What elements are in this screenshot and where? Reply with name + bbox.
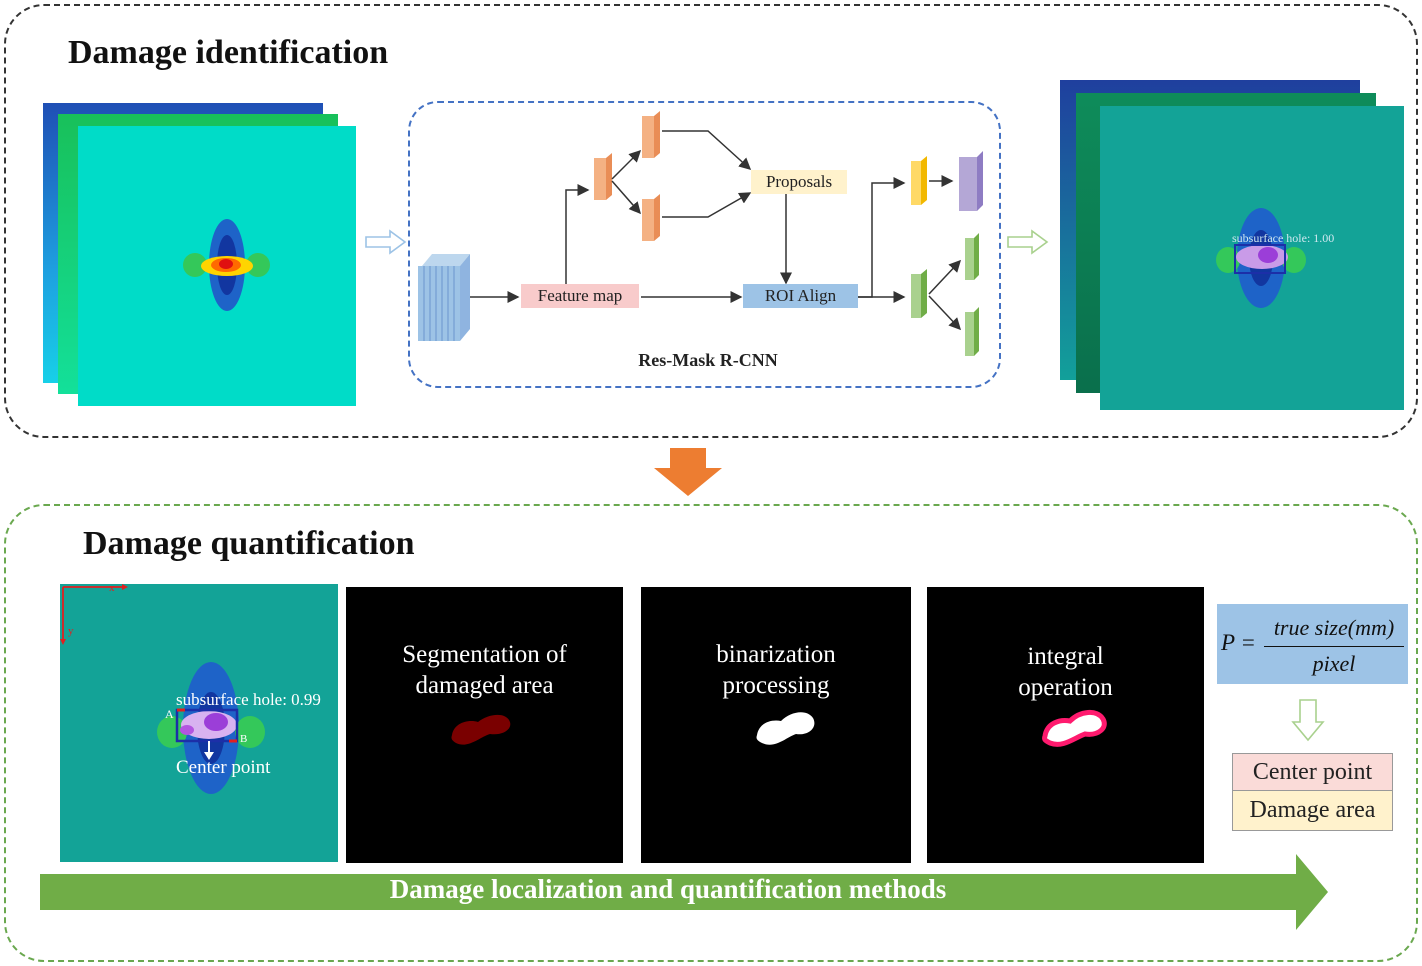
down-arrow-icon	[654, 448, 722, 496]
methods-arrow	[40, 854, 1328, 930]
axis-y-label: y	[68, 625, 74, 637]
identification-title: Damage identification	[68, 34, 389, 71]
rpn-block-1	[594, 153, 612, 200]
step-integral: integral operation	[927, 587, 1204, 863]
step-integral-label: integral operation	[1018, 643, 1113, 701]
feature-map-label: Feature map	[521, 284, 639, 308]
formula-denominator: pixel	[1312, 651, 1356, 676]
backbone-stack	[418, 254, 470, 341]
contour-outline	[1042, 710, 1107, 747]
network-diagram	[418, 111, 983, 356]
flow-arrow-right-icon	[1007, 229, 1049, 255]
output-detection-label: subsurface hole: 1.00	[1232, 231, 1335, 245]
head-box-block	[959, 151, 983, 211]
output-damage-area: Damage area	[1232, 791, 1393, 831]
methods-arrow-label: Damage localization and quantification m…	[389, 874, 947, 904]
point-a-label: A	[165, 707, 174, 721]
input-image-stack	[43, 103, 356, 406]
output-image-stack	[1060, 80, 1404, 410]
axis-x-label: x	[109, 582, 115, 594]
segmentation-mask	[451, 714, 511, 745]
step-segmentation: Segmentation of damaged area	[346, 587, 623, 863]
network-box	[408, 101, 1001, 388]
point-b-label: B	[240, 733, 248, 745]
step-binarization: binarization processing	[641, 587, 911, 863]
step-segmentation-label: Segmentation of damaged area	[402, 641, 567, 699]
quantification-image	[60, 584, 338, 862]
output-center-point: Center point	[1232, 753, 1393, 791]
formula-fraction-bar	[1264, 646, 1404, 647]
center-point-label: Center point	[176, 757, 271, 778]
quantification-panel	[4, 504, 1418, 962]
mask-block-2	[965, 233, 979, 280]
proposals-label: Proposals	[751, 170, 847, 194]
binary-mask	[756, 712, 815, 745]
flow-arrow-down-icon	[1291, 699, 1325, 742]
rpn-block-3	[642, 194, 660, 241]
quantification-title: Damage quantification	[83, 525, 415, 562]
step-binarization-label: binarization processing	[716, 641, 836, 699]
identification-panel	[4, 4, 1418, 438]
output-stress-pattern	[1216, 208, 1306, 308]
mask-block-3	[965, 307, 979, 356]
rpn-block-2	[642, 111, 660, 158]
head-cls-block	[911, 156, 927, 205]
flow-arrow-right-icon	[365, 229, 407, 255]
network-name: Res-Mask R-CNN	[638, 350, 778, 370]
detection-label: subsurface hole: 0.99	[176, 690, 321, 709]
mask-block-1	[911, 269, 927, 318]
stress-pattern	[183, 219, 270, 311]
formula-numerator: true size(mm)	[1273, 615, 1395, 640]
scale-formula: P = true size(mm) pixel	[1217, 604, 1408, 684]
roi-align-label: ROI Align	[743, 284, 858, 308]
formula-lhs: P =	[1221, 630, 1256, 655]
